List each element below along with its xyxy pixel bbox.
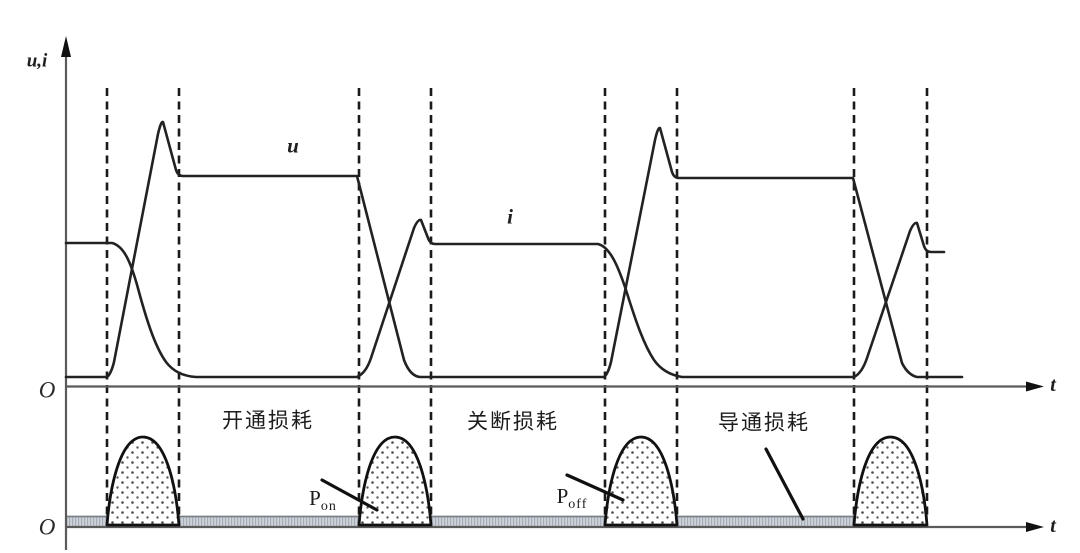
i-waveform — [64, 218, 946, 379]
p-off-pointer-line — [565, 473, 625, 502]
top-time-axis-arrow — [1026, 381, 1044, 392]
conduction-loss-label: 导通损耗 — [718, 410, 810, 435]
origin-bottom-label: O — [38, 514, 56, 540]
chart-layers — [61, 36, 1044, 550]
u-curve-label: u — [287, 133, 299, 158]
p-on-label: Pon — [309, 488, 337, 514]
loss-pulse-turn-off-pulse-1 — [105, 435, 181, 527]
loss-pulse-turn-off-pulse-2 — [603, 435, 679, 527]
t-axis-label-bottom: t — [1050, 515, 1056, 537]
p-on-sub: on — [320, 499, 337, 514]
bottom-time-axis-arrow — [1026, 522, 1044, 532]
i-curve-label: i — [507, 204, 513, 229]
conduction-pointer-line — [764, 447, 805, 521]
loss-pulse-turn-on-pulse-1 — [357, 435, 433, 527]
t-axis-label-top: t — [1050, 374, 1056, 396]
p-on-pointer-line — [320, 478, 379, 512]
turn-off-loss-label: 关断损耗 — [467, 409, 559, 434]
p-off-sub: off — [568, 497, 588, 512]
turn-on-loss-label: 开通损耗 — [222, 408, 314, 433]
loss-pulse-turn-on-pulse-2 — [852, 435, 929, 527]
p-on-main: P — [309, 486, 321, 510]
conduction-loss-band — [66, 516, 856, 527]
p-off-main: P — [556, 484, 569, 508]
origin-top-label: O — [38, 377, 56, 403]
p-off-label: Poff — [557, 486, 588, 512]
y-axis-label: u,i — [26, 50, 48, 72]
u-waveform — [64, 120, 964, 379]
y-axis-arrow — [61, 36, 71, 57]
